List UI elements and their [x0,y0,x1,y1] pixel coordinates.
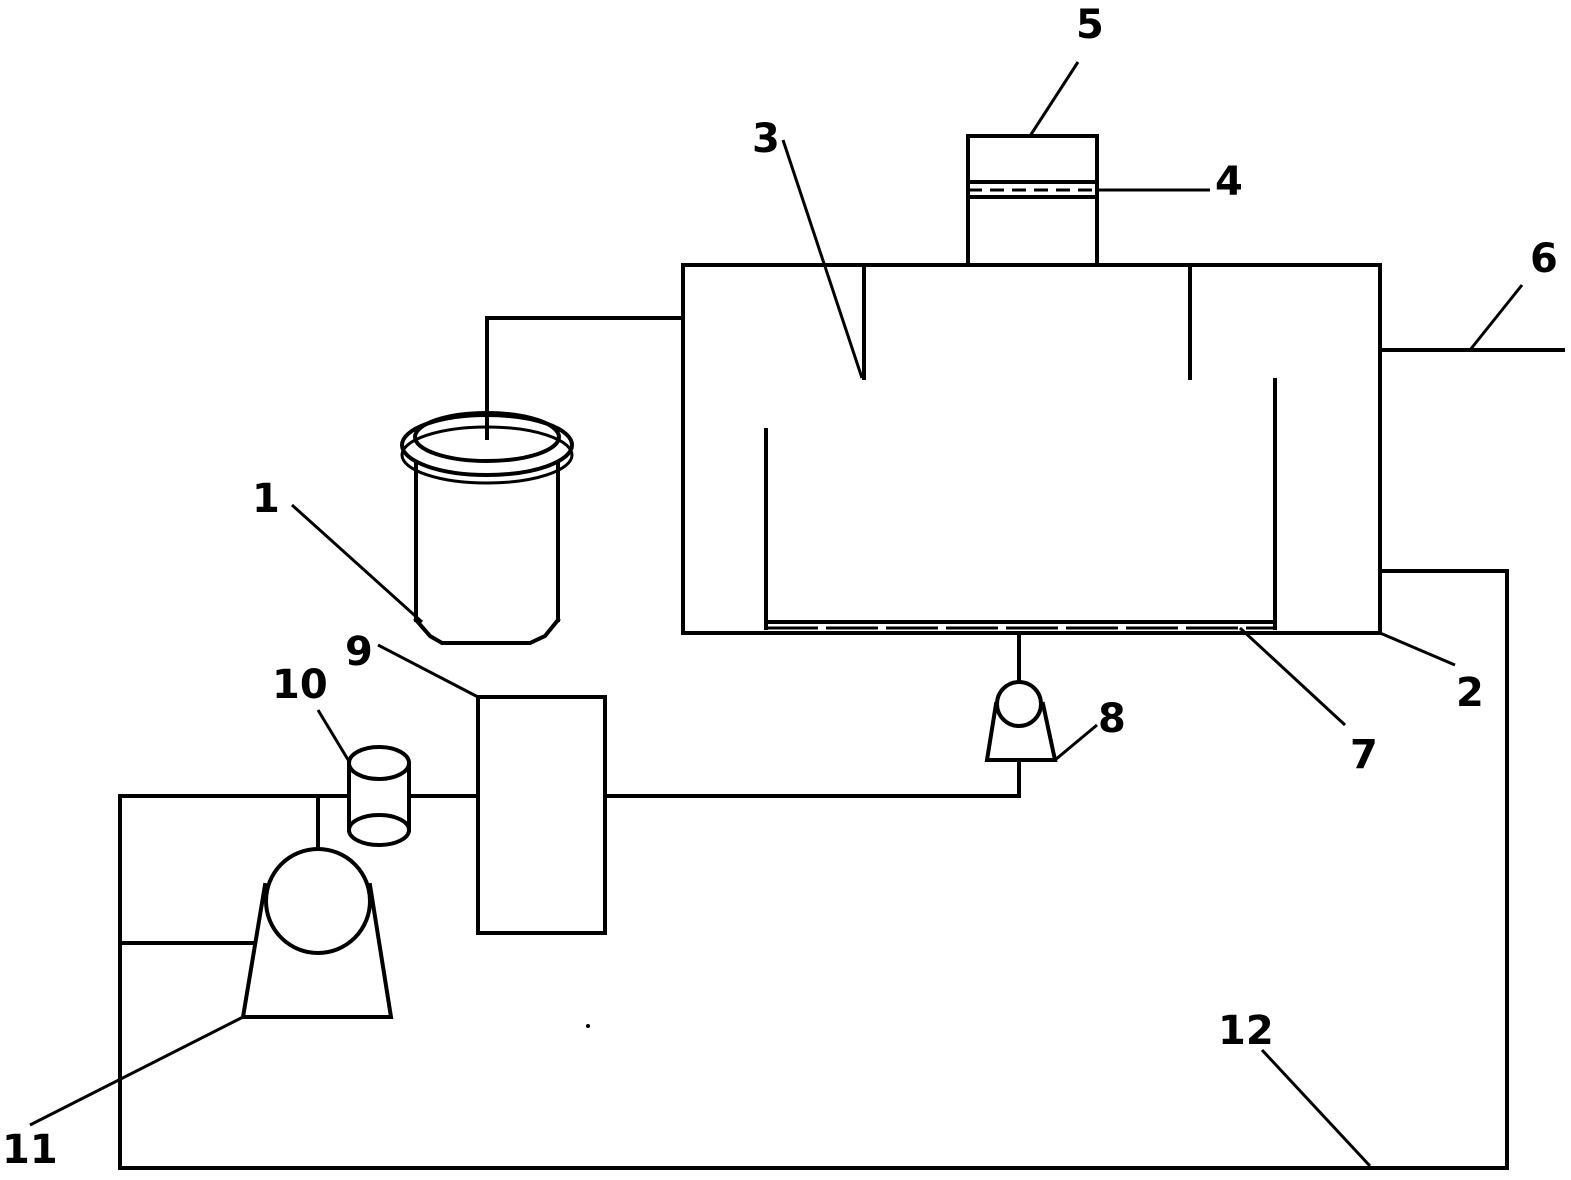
leader-3 [781,139,864,379]
label-5: 5 [1076,2,1104,48]
leader-7 [1238,626,1347,727]
label-10: 10 [272,662,328,708]
leader-10 [316,709,352,764]
leader-5 [1028,61,1080,137]
label-12: 12 [1218,1008,1274,1054]
label-4: 4 [1215,159,1243,205]
leader-12 [1260,1048,1372,1168]
speck [586,1024,590,1028]
main-pump [240,847,394,1019]
flow-meter [347,745,411,847]
label-6: 6 [1530,236,1558,282]
leader-9 [377,643,479,699]
label-8: 8 [1098,696,1126,742]
reagent-tank [400,411,574,645]
aeration-plate [764,620,1277,630]
label-1: 1 [252,476,280,522]
leader-2 [1379,631,1456,667]
leader-6 [1468,284,1524,351]
label-7: 7 [1350,732,1378,778]
filter-box [476,695,607,935]
top-column [966,134,1099,267]
feed-pipe [485,316,685,440]
label-9: 9 [345,629,373,675]
label-2: 2 [1456,670,1484,716]
small-pump [604,631,1058,798]
leader-11 [29,1015,244,1127]
label-3: 3 [752,116,780,162]
leader-1 [290,503,424,624]
return-pipe-loop [118,569,1509,1170]
label-11: 11 [2,1127,58,1173]
leader-8 [1054,723,1098,762]
